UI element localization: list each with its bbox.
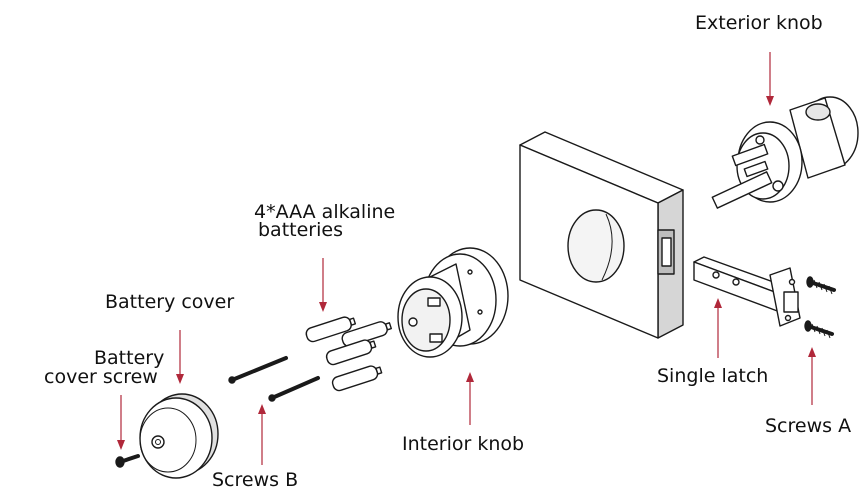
- battery-cover-drawing: [139, 393, 219, 479]
- batteries-drawing: [305, 316, 392, 392]
- exterior-knob-drawing: [711, 96, 859, 209]
- screws-b-drawing: [228, 356, 320, 402]
- label-screws-a: Screws A: [765, 415, 852, 437]
- label-exterior-knob: Exterior knob: [695, 12, 823, 34]
- label-interior-knob: Interior knob: [402, 433, 525, 455]
- interior-knob-drawing: [397, 247, 509, 358]
- screws-a-drawing: [804, 276, 836, 339]
- single-latch-drawing: [693, 256, 801, 327]
- label-screws-b: Screws B: [212, 469, 299, 491]
- label-single-latch: Single latch: [657, 365, 769, 387]
- label-batteries-line2: batteries: [258, 219, 343, 241]
- label-cover-screw-line2: cover screw: [44, 366, 158, 388]
- callout-arrows: [117, 52, 816, 465]
- label-cover-screw-line1: Battery: [94, 347, 165, 369]
- battery-cover-screw-drawing: [115, 454, 140, 468]
- door-block: [519, 131, 684, 339]
- label-batteries-line1: 4*AAA alkaline: [254, 201, 396, 223]
- label-battery-cover: Battery cover: [105, 291, 235, 313]
